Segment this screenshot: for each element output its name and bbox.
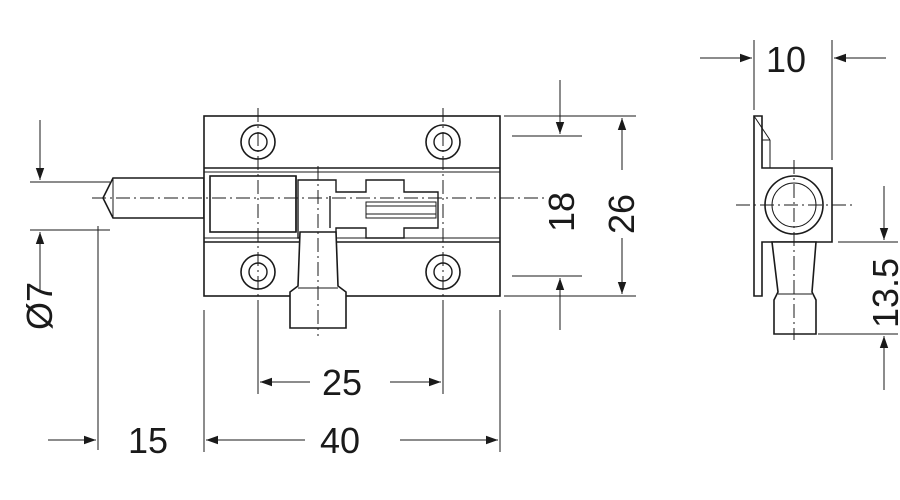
front-view: [92, 108, 548, 336]
dimension-depth-label: 10: [766, 39, 806, 80]
dimension-inner-height-label: 18: [541, 192, 582, 232]
dimension-inner-height: 18: [512, 80, 582, 330]
dimension-handle-height: 13.5: [818, 186, 900, 390]
dimension-diameter-label: Ø7: [19, 282, 60, 330]
dimension-handle-height-label: 13.5: [865, 258, 900, 328]
dimension-body-height-label: 26: [601, 194, 642, 234]
dimension-hole-spacing-label: 25: [322, 362, 362, 403]
dimension-diameter: Ø7: [19, 120, 110, 330]
dimension-depth: 10: [700, 39, 886, 160]
bolt-rod: [209, 175, 297, 233]
dimension-pin-length: 15: [48, 226, 168, 461]
dimension-hole-spacing: 25: [257, 306, 444, 403]
dimension-body-length-label: 40: [320, 420, 360, 461]
dimension-body-height: 26: [504, 115, 642, 297]
dimension-pin-length-label: 15: [128, 420, 168, 461]
dimension-body-length: 40: [203, 310, 501, 461]
side-view: [736, 115, 852, 340]
